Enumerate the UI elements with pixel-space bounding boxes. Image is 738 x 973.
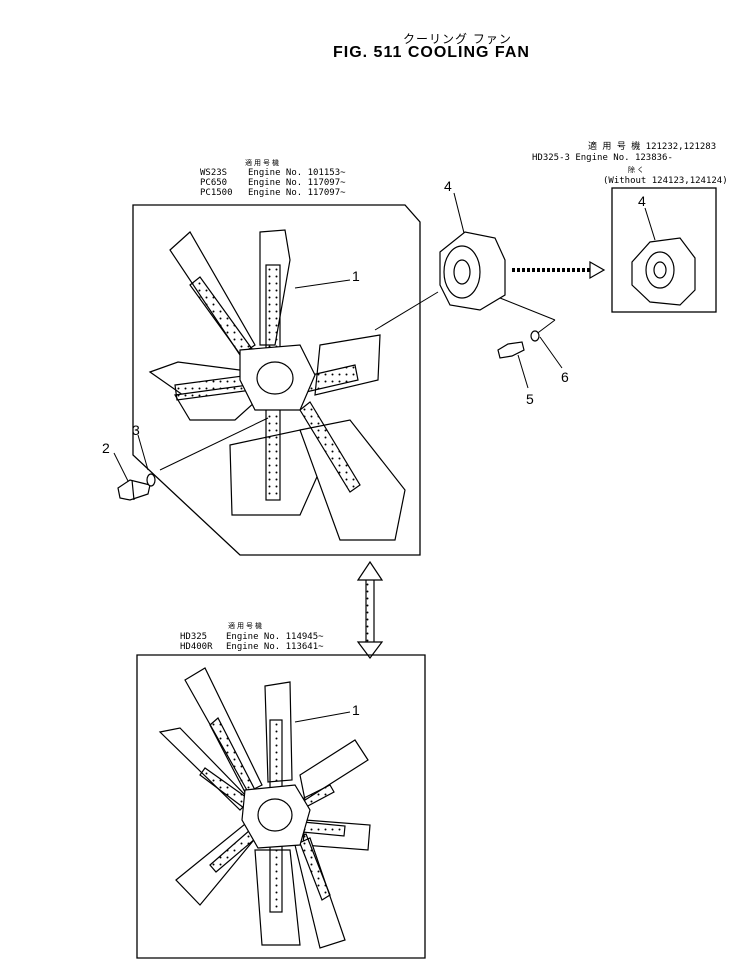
right-applicability-line-3: 除く bbox=[628, 166, 646, 174]
small-washer-icon bbox=[530, 330, 540, 342]
lower-applicability-row-2: HD400R Engine No. 113641~ bbox=[180, 642, 324, 652]
small-bolt-icon bbox=[497, 341, 525, 359]
lower-applicability-header: 適用号機 bbox=[228, 622, 264, 630]
callout-washer: 3 bbox=[132, 422, 140, 438]
right-applicability-line-4: (Without 124123,124124) bbox=[603, 176, 728, 186]
model: PC1500 bbox=[200, 188, 233, 198]
engine: Engine No. 114945~ bbox=[226, 632, 324, 642]
right-applicability-line-1: 適 用 号 機 121232,121283 bbox=[588, 142, 717, 152]
model: HD400R bbox=[180, 642, 213, 652]
upper-leader-lines bbox=[113, 192, 563, 486]
upper-applicability-header: 適用号機 bbox=[245, 159, 281, 167]
bolt-icon bbox=[117, 479, 151, 501]
callout-small-bolt: 5 bbox=[526, 391, 534, 407]
arrow-to-alt-spacer bbox=[512, 260, 606, 280]
engine: Engine No. 117097~ bbox=[248, 178, 346, 188]
right-applicability-line-2: HD325-3 Engine No. 123836- bbox=[532, 153, 673, 163]
callout-spacer: 4 bbox=[444, 178, 452, 194]
alt-spacer-box bbox=[611, 187, 717, 313]
double-arrow bbox=[356, 560, 384, 659]
callout-small-washer: 6 bbox=[561, 369, 569, 385]
upper-applicability-row-3: PC1500 Engine No. 117097~ bbox=[200, 188, 346, 198]
fan-spacer-icon bbox=[439, 231, 506, 311]
model: HD325 bbox=[180, 632, 208, 642]
callout-spacer-alt: 4 bbox=[638, 193, 646, 209]
lower-fan-icon bbox=[158, 667, 371, 949]
lower-applicability-row-1: HD325 Engine No. 114945~ bbox=[180, 632, 324, 642]
model: WS23S bbox=[200, 168, 228, 178]
engine: Engine No. 101153~ bbox=[248, 168, 346, 178]
callout-upper-fan: 1 bbox=[352, 268, 360, 284]
upper-applicability-row-2: PC650 Engine No. 117097~ bbox=[200, 178, 346, 188]
model: PC650 bbox=[200, 178, 228, 188]
alt-fan-spacer-icon bbox=[631, 237, 696, 306]
title-japanese: クーリング ファン bbox=[403, 32, 512, 46]
engine: Engine No. 117097~ bbox=[248, 188, 346, 198]
callout-lower-fan: 1 bbox=[352, 702, 360, 718]
lower-leader-line bbox=[294, 711, 351, 723]
lower-fan-box bbox=[136, 654, 426, 959]
washer-icon bbox=[146, 473, 156, 487]
callout-bolt: 2 bbox=[102, 440, 110, 456]
upper-applicability-row-1: WS23S Engine No. 101153~ bbox=[200, 168, 346, 178]
engine: Engine No. 113641~ bbox=[226, 642, 324, 652]
upper-fan-box bbox=[132, 204, 421, 556]
upper-fan-icon bbox=[148, 229, 406, 541]
figure-title: FIG. 511 COOLING FAN bbox=[333, 44, 530, 61]
